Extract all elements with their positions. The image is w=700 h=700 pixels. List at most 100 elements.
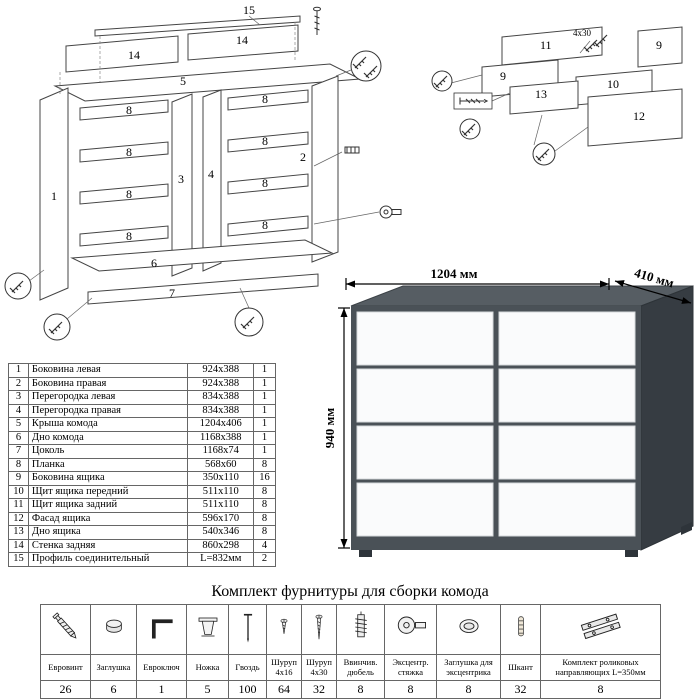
width-dimension: 1204 мм (345, 268, 610, 290)
part-qty: 8 (253, 511, 276, 526)
part-number: 5 (8, 417, 29, 432)
wood-dowel-icon (517, 616, 524, 637)
part-qty: 2 (253, 552, 276, 567)
cam-lock-icon (397, 616, 426, 634)
part-qty: 8 (253, 484, 276, 499)
leader-lines (28, 15, 380, 320)
part-size: 860x298 (187, 538, 255, 553)
hardware-icon-cell (90, 604, 137, 655)
part-number: 2 (8, 376, 29, 391)
part-4-right-partition (202, 89, 222, 272)
part-label-10: 10 (607, 77, 619, 91)
drawer-part-labels: 11 4х30 9 9 10 13 12 (500, 28, 662, 123)
hardware-qty: 64 (266, 680, 302, 699)
drawer-front (356, 311, 494, 366)
hardware-callouts (4, 6, 402, 341)
part-label-8: 8 (262, 176, 268, 190)
part-size: L=832мм (187, 552, 255, 567)
hardware-qty: 8 (436, 680, 501, 699)
part-label-13: 13 (535, 87, 547, 101)
drawer-front (498, 311, 636, 366)
part-label-9: 9 (656, 38, 662, 52)
carcass-base-panels (70, 239, 334, 305)
part-label-8: 8 (126, 103, 132, 117)
hardware-qty: 32 (500, 680, 541, 699)
part-size: 540x346 (187, 525, 255, 540)
part-number: 14 (8, 538, 29, 553)
part-number: 15 (8, 552, 29, 567)
part-number: 9 (8, 471, 29, 486)
part-number: 4 (8, 403, 29, 418)
hardware-icon-cell (228, 604, 267, 655)
plug-icon (105, 619, 122, 633)
part-number: 1 (8, 363, 29, 378)
hardware-name: Евровинт (40, 654, 91, 681)
leg (359, 550, 372, 557)
part-name: Боковина ящика (27, 471, 189, 486)
confirmat-screw-icon (313, 6, 321, 36)
part-label-5: 5 (180, 74, 186, 88)
hardware-name: Шуруп 4х30 (301, 654, 337, 681)
part-label-14: 14 (236, 33, 248, 47)
part-size: 834x388 (187, 403, 255, 418)
part-12-drawer-facade (587, 88, 683, 147)
hardware-name: Заглушка для эксцентрика (436, 654, 501, 681)
part-label-8: 8 (262, 218, 268, 232)
hardware-qty: 26 (40, 680, 91, 699)
part-2-right-side (311, 75, 339, 263)
part-qty: 1 (253, 363, 276, 378)
part-size: 1204x406 (187, 417, 255, 432)
part-name: Щит ящика задний (27, 498, 189, 513)
part-label-14: 14 (128, 48, 140, 62)
callout-circle (350, 50, 382, 82)
part-15-connecting-profile (94, 15, 301, 37)
hardware-name: Ножка (186, 654, 229, 681)
hardware-icon-cell (40, 604, 91, 655)
drawer-front (498, 368, 636, 423)
part-6-bottom-panel (70, 239, 334, 272)
part-9-drawer-side (637, 26, 683, 68)
part-size: 350x110 (187, 471, 255, 486)
part-size: 924x388 (187, 376, 255, 391)
hardware-kit-title: Комплект фурнитуры для сборки комода (211, 583, 489, 600)
part-13-drawer-bottom (509, 80, 579, 115)
hardware-name: Эксцентр. стяжка (384, 654, 437, 681)
part-label-8: 8 (262, 134, 268, 148)
part-name: Цоколь (27, 444, 189, 459)
hardware-name: Заглушка (90, 654, 137, 681)
drawer-front (356, 482, 494, 537)
part-size: 511x110 (187, 484, 255, 499)
part-name: Перегородка правая (27, 403, 189, 418)
hardware-name: Шкант (500, 654, 541, 681)
hardware-icon-cell (500, 604, 541, 655)
hardware-names-row: Евровинт Заглушка Евроключ Ножка Гвоздь … (40, 654, 661, 681)
part-size: 924x388 (187, 363, 255, 378)
part-label-3: 3 (178, 172, 184, 186)
leg (681, 522, 692, 535)
hardware-name: Шуруп 4х16 (266, 654, 302, 681)
part-label-6: 6 (151, 256, 157, 270)
height-dimension-label: 940 мм (326, 408, 337, 449)
hardware-icons-row (40, 604, 661, 655)
part-name: Боковина левая (27, 363, 189, 378)
drawer-hardware-callouts (431, 34, 608, 166)
part-label-4: 4 (208, 167, 214, 181)
part-label-11: 11 (540, 38, 552, 52)
hardware-icon-cell (384, 604, 437, 655)
part-7-plinth (87, 273, 319, 305)
part-3-left-partition (171, 93, 193, 277)
part-number: 3 (8, 390, 29, 405)
cam-lock-icon (379, 205, 402, 219)
part-label-8: 8 (126, 229, 132, 243)
part-qty: 1 (253, 376, 276, 391)
